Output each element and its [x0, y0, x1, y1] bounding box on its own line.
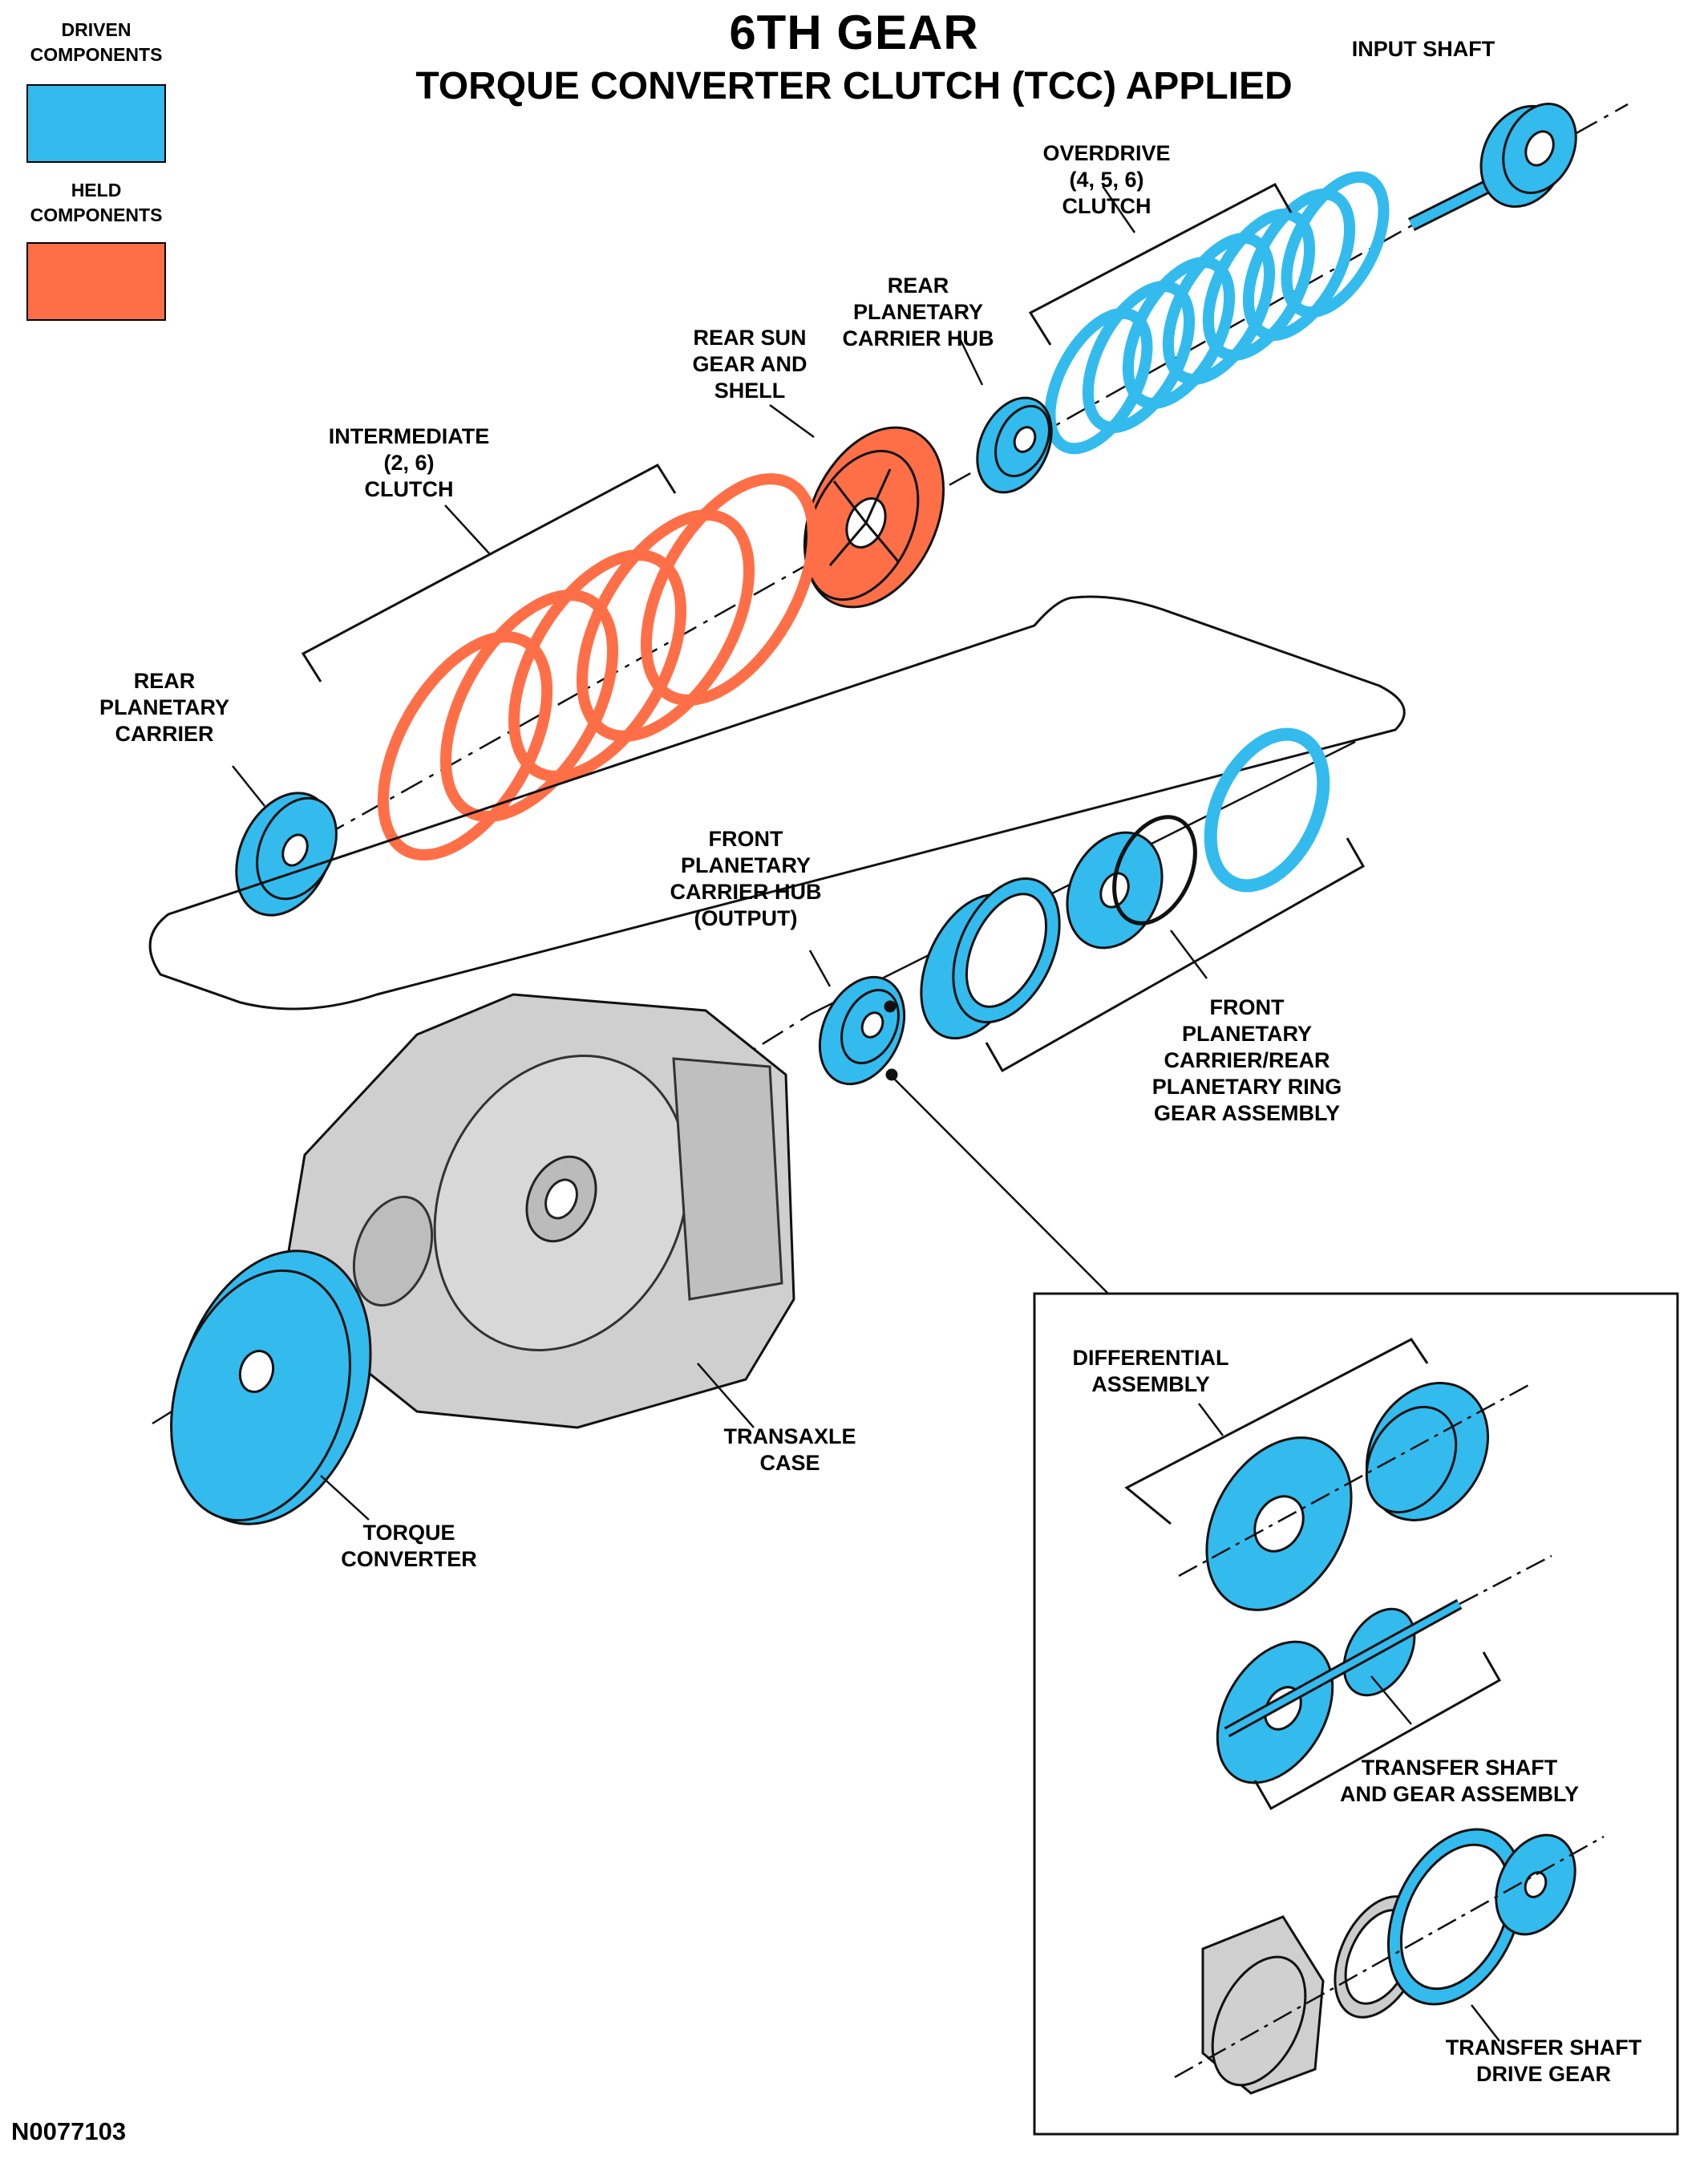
- front-planetary-assembly: [920, 727, 1330, 1040]
- rear-sun-gear-shell: [803, 426, 945, 609]
- label-rear-planetary-carrier-hub: REAR PLANETARY CARRIER HUB: [842, 273, 994, 350]
- label-intermediate-clutch: INTERMEDIATE (2, 6) CLUTCH: [328, 424, 490, 501]
- overdrive-clutch-plates: [1044, 171, 1390, 455]
- front-planetary-bracket: [985, 837, 1366, 1073]
- diagram-title: 6TH GEAR: [729, 6, 979, 59]
- legend-held-label: HELD COMPONENTS: [30, 180, 163, 225]
- inset-frame: [1033, 1292, 1679, 2136]
- legend-driven-swatch: [26, 84, 166, 163]
- label-overdrive-clutch: OVERDRIVE (4, 5, 6) CLUTCH: [1042, 141, 1171, 218]
- label-transfer-shaft-drive-gear: TRANSFER SHAFT DRIVE GEAR: [1445, 2035, 1642, 2086]
- label-rear-planetary-carrier: REAR PLANETARY CARRIER: [99, 669, 229, 746]
- rear-planetary-carrier: [235, 792, 338, 917]
- upper-axis-line: [244, 103, 1629, 882]
- torque-converter: [170, 1250, 372, 1525]
- intermediate-bracket: [301, 464, 677, 683]
- input-shaft: [1407, 103, 1577, 232]
- transaxle-case: [287, 993, 795, 1429]
- differential-bracket: [1124, 1338, 1429, 1525]
- planetary-group-outline: [148, 595, 1406, 1011]
- legend-driven-label: DRIVEN COMPONENTS: [30, 19, 163, 65]
- label-torque-converter: TORQUE CONVERTER: [341, 1521, 477, 1571]
- label-front-planetary-carrier-hub: FRONT PLANETARY CARRIER HUB (OUTPUT): [670, 827, 822, 930]
- label-transfer-shaft-assembly: TRANSFER SHAFT AND GEAR ASSEMBLY: [1339, 1756, 1580, 1806]
- legend-held-swatch: [26, 242, 166, 321]
- label-rear-sun-gear-shell: REAR SUN GEAR AND SHELL: [692, 326, 807, 403]
- label-input-shaft: INPUT SHAFT: [1351, 37, 1496, 61]
- overdrive-bracket: [1028, 182, 1293, 346]
- differential-assembly-art: [1178, 1382, 1532, 1611]
- label-front-planetary-assembly: FRONT PLANETARY CARRIER/REAR PLANETARY R…: [1151, 995, 1342, 1125]
- label-transaxle-case: TRANSAXLE CASE: [723, 1424, 856, 1475]
- figure-code: N0077103: [11, 2117, 127, 2145]
- intermediate-clutch-plates: [377, 473, 820, 861]
- front-planetary-carrier-hub: [818, 975, 906, 1086]
- diagram-subtitle: TORQUE CONVERTER CLUTCH (TCC) APPLIED: [415, 65, 1293, 107]
- rear-planetary-carrier-hub: [976, 396, 1053, 494]
- label-differential-assembly: DIFFERENTIAL ASSEMBLY: [1072, 1346, 1229, 1396]
- transfer-shaft-bracket: [1253, 1651, 1502, 1811]
- transfer-shaft-assembly-art: [1216, 1554, 1552, 1784]
- transfer-shaft-drive-gear-art: [1174, 1828, 1605, 2095]
